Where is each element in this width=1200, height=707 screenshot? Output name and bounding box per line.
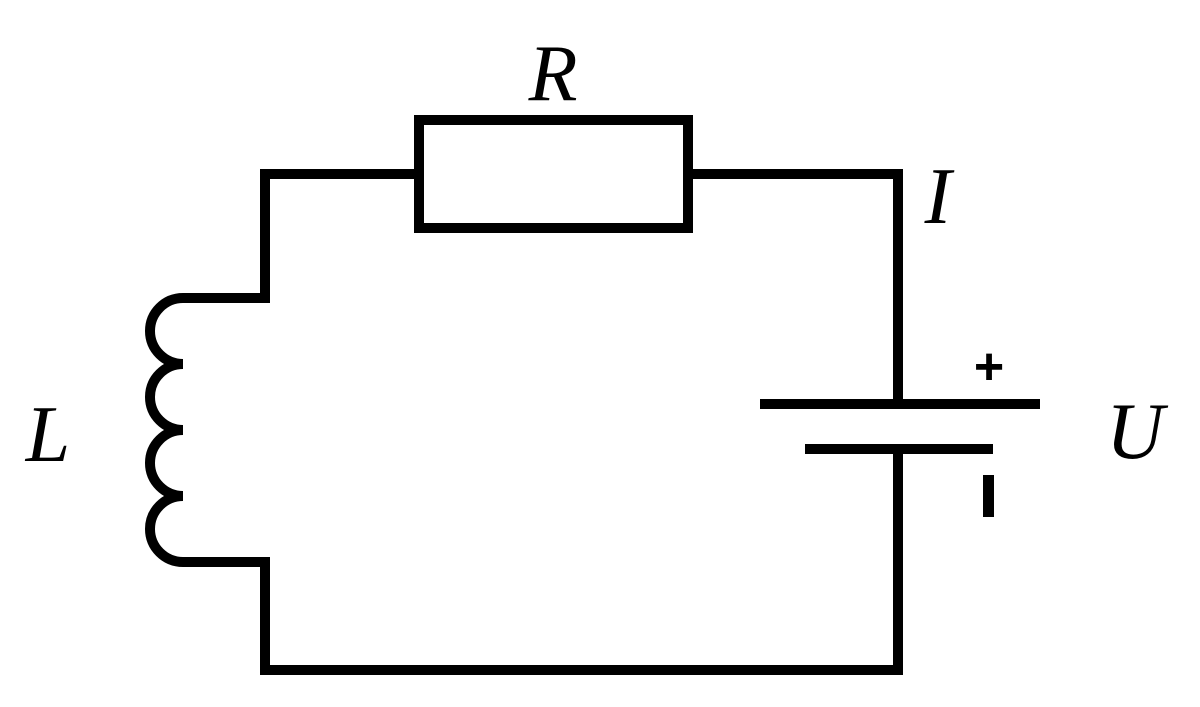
positive-sign: + (974, 338, 1004, 396)
current-label: I (924, 153, 955, 241)
resistor (414, 115, 693, 233)
resistor-label: R (528, 30, 578, 118)
top-left-wire (260, 169, 424, 303)
inductor-coil (145, 293, 270, 567)
inductor-label: L (25, 391, 71, 479)
top-right-wire (683, 169, 903, 409)
voltage-label: U (1106, 388, 1169, 476)
bottom-wire (260, 444, 903, 675)
negative-sign (983, 475, 994, 517)
